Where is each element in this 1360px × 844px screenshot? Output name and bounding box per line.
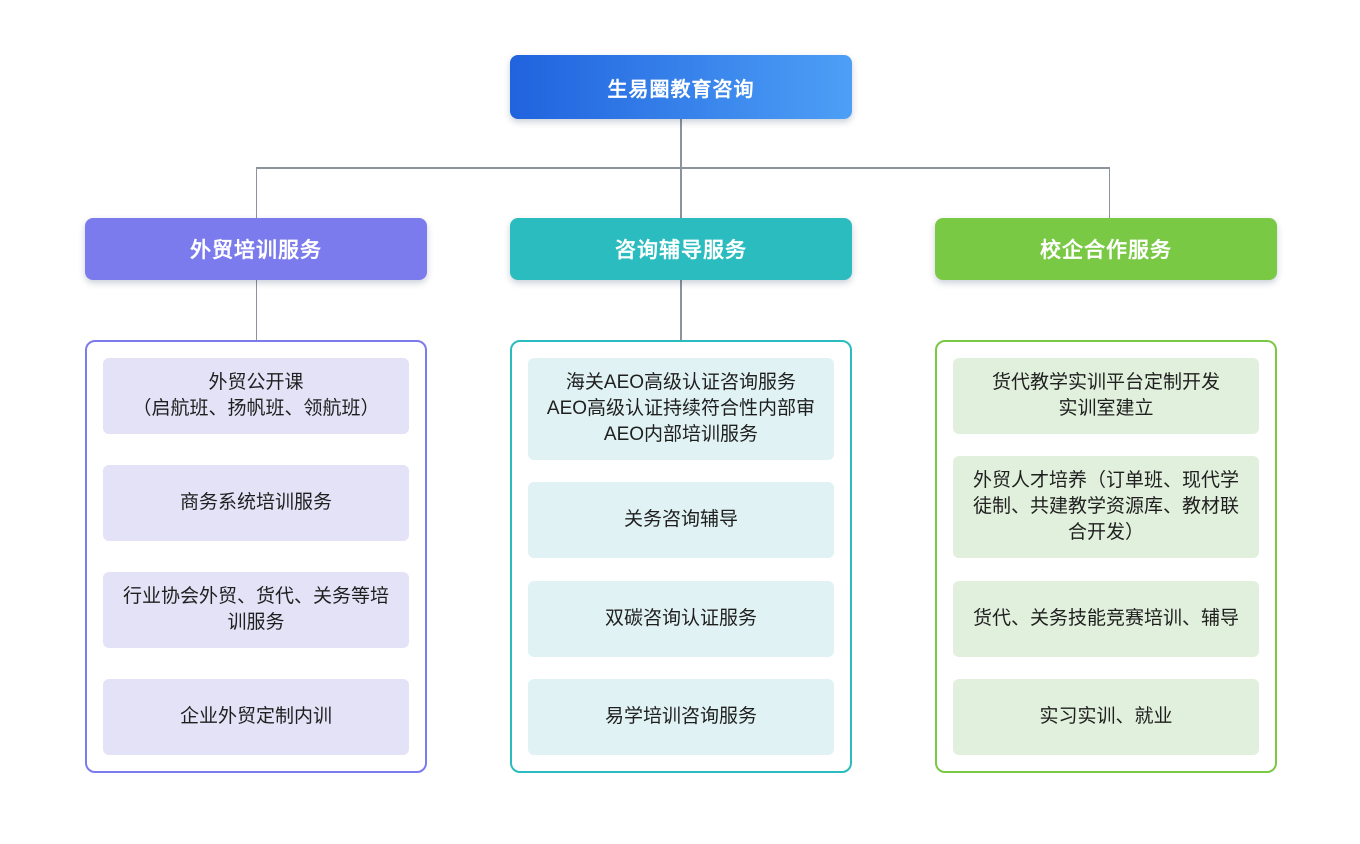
service-item[interactable]: 商务系统培训服务 — [103, 465, 409, 541]
service-item[interactable]: 双碳咨询认证服务 — [528, 580, 834, 657]
service-item[interactable]: 实习实训、就业 — [953, 678, 1259, 755]
service-item[interactable]: 易学培训咨询服务 — [528, 678, 834, 755]
service-item[interactable]: 行业协会外贸、货代、关务等培训服务 — [103, 572, 409, 648]
connector-drop-left — [255, 168, 257, 218]
branch-label: 校企合作服务 — [1040, 239, 1172, 262]
branch-label: 咨询辅导服务 — [615, 239, 747, 262]
branch-group-consulting: 海关AEO高级认证咨询服务 AEO高级认证持续符合性内部审 AEO内部培训服务 … — [510, 340, 852, 773]
connector-root-stem — [680, 119, 682, 168]
connector-drop-mid — [680, 168, 682, 218]
connector-branch1-container — [255, 280, 257, 340]
connector-drop-right — [1108, 168, 1110, 218]
branch-label: 外贸培训服务 — [190, 239, 322, 262]
root-node[interactable]: 生易圈教育咨询 — [510, 55, 852, 119]
service-item[interactable]: 货代、关务技能竞赛培训、辅导 — [953, 580, 1259, 657]
service-item[interactable]: 海关AEO高级认证咨询服务 AEO高级认证持续符合性内部审 AEO内部培训服务 — [528, 358, 834, 460]
service-item[interactable]: 外贸人才培养（订单班、现代学徒制、共建教学资源库、教材联合开发） — [953, 456, 1259, 559]
branch-node-trade-training[interactable]: 外贸培训服务 — [85, 218, 427, 280]
root-title: 生易圈教育咨询 — [607, 78, 755, 101]
service-item[interactable]: 外贸公开课 （启航班、扬帆班、领航班） — [103, 358, 409, 434]
branch-group-school-enterprise: 货代教学实训平台定制开发 实训室建立 外贸人才培养（订单班、现代学徒制、共建教学… — [935, 340, 1277, 773]
service-item[interactable]: 关务咨询辅导 — [528, 482, 834, 559]
connector-branch2-container — [680, 280, 682, 340]
branch-group-trade-training: 外贸公开课 （启航班、扬帆班、领航班） 商务系统培训服务 行业协会外贸、货代、关… — [85, 340, 427, 773]
branch-node-consulting[interactable]: 咨询辅导服务 — [510, 218, 852, 280]
branch-node-school-enterprise[interactable]: 校企合作服务 — [935, 218, 1277, 280]
service-item[interactable]: 企业外贸定制内训 — [103, 679, 409, 755]
connector-horizontal — [255, 167, 1110, 169]
service-item[interactable]: 货代教学实训平台定制开发 实训室建立 — [953, 358, 1259, 434]
